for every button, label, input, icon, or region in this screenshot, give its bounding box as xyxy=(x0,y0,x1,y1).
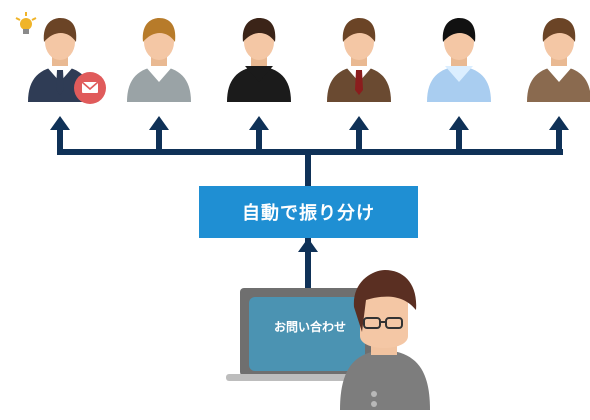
recipient-5 xyxy=(427,18,491,102)
connector-lines xyxy=(50,116,569,290)
recipient-6 xyxy=(527,18,590,102)
connector-horizontal xyxy=(57,149,563,155)
arrow-stem-1 xyxy=(57,128,63,150)
recipient-group xyxy=(28,18,590,102)
arrow-head-2 xyxy=(149,116,169,130)
arrow-head-4 xyxy=(349,116,369,130)
auto-routing-label: 自動で振り分け xyxy=(199,186,418,238)
inquiry-label: お問い合わせ xyxy=(273,320,346,334)
recipient-3 xyxy=(227,18,291,102)
arrow-stem-6 xyxy=(556,128,562,150)
arrow-head-3 xyxy=(249,116,269,130)
recipient-2 xyxy=(127,18,191,102)
arrow-stem-5 xyxy=(456,128,462,150)
laptop-base xyxy=(226,374,378,381)
arrow-stem-3 xyxy=(256,128,262,150)
connector-vertical xyxy=(305,153,311,187)
arrow-head-router xyxy=(298,238,318,252)
connector-lower xyxy=(305,238,311,290)
arrow-stem-4 xyxy=(356,128,362,150)
mail-badge xyxy=(74,72,106,104)
arrow-head-1 xyxy=(50,116,70,130)
arrow-head-5 xyxy=(449,116,469,130)
lightbulb-icon xyxy=(15,12,37,34)
recipient-4 xyxy=(327,18,391,102)
arrow-stem-2 xyxy=(156,128,162,150)
laptop-screen xyxy=(249,297,365,371)
laptop xyxy=(226,288,378,381)
arrow-head-6 xyxy=(549,116,569,130)
customer-avatar xyxy=(340,270,430,410)
